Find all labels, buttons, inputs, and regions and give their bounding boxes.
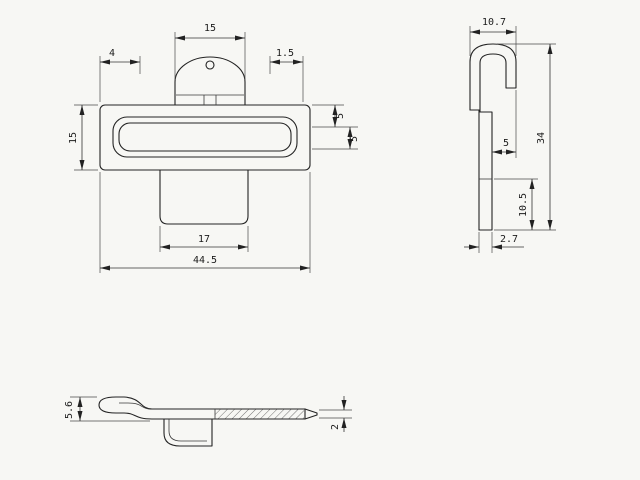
side-plate-right-edge xyxy=(478,111,493,231)
bottom-bar-tip xyxy=(304,408,318,420)
bottom-dim-clip-height: 5.6 xyxy=(64,396,150,422)
front-plate-outline xyxy=(99,104,311,171)
front-dim-bottom-tab-width: 17 xyxy=(159,226,249,252)
front-slot-outer xyxy=(112,116,298,158)
dim-text: 5 xyxy=(335,113,346,119)
dim-text: 1.5 xyxy=(276,48,294,59)
side-view: 10.7 5 34 10.5 2.7 xyxy=(464,17,556,253)
side-hook-outline xyxy=(469,43,517,113)
front-view: 15 4 1.5 15 5 xyxy=(68,23,360,273)
dim-text: 5 xyxy=(349,136,360,142)
front-dim-right-offset: 1.5 xyxy=(269,48,304,102)
dim-text: 17 xyxy=(198,234,210,245)
front-dim-slot-upper: 5 xyxy=(312,104,358,128)
dim-text: 15 xyxy=(68,132,79,144)
side-dim-thickness: 2.7 xyxy=(464,232,524,253)
dim-text: 2 xyxy=(330,424,341,430)
front-slot-inner xyxy=(118,122,292,152)
dim-text: 5.6 xyxy=(64,401,75,419)
bottom-dim-tip-thickness: 2 xyxy=(319,396,352,432)
front-hole xyxy=(205,60,215,70)
side-dim-hook-width: 10.7 xyxy=(469,17,517,56)
side-dim-lower-height: 10.5 xyxy=(494,178,538,230)
front-top-tab-outline xyxy=(174,56,246,106)
front-dim-plate-height: 15 xyxy=(68,104,98,171)
bottom-view: 5.6 2 xyxy=(64,396,352,447)
front-dim-left-offset: 4 xyxy=(99,48,141,102)
bottom-hatch-section xyxy=(215,409,304,419)
dim-text: 15 xyxy=(204,23,216,34)
front-bottom-tab-outline xyxy=(159,169,249,225)
bottom-tab-block-inner xyxy=(168,419,207,442)
side-dim-hook-gap: 5 xyxy=(492,90,517,158)
side-dim-total-height: 34 xyxy=(494,43,556,231)
bottom-curl-inner-line xyxy=(119,402,151,410)
dim-text: 44.5 xyxy=(193,255,217,266)
dim-text: 10.5 xyxy=(518,193,529,217)
bottom-tab-block-outline xyxy=(163,418,213,447)
dim-text: 4 xyxy=(109,48,115,59)
dim-text: 2.7 xyxy=(500,234,518,245)
front-dim-total-width: 44.5 xyxy=(99,172,311,273)
dim-text: 5 xyxy=(503,138,509,149)
front-dim-top-tab-width: 15 xyxy=(174,23,246,80)
bottom-curl-outline xyxy=(98,396,153,420)
dim-text: 10.7 xyxy=(482,17,506,28)
dim-text: 34 xyxy=(536,132,547,144)
front-dim-slot-lower: 5 xyxy=(312,127,360,150)
